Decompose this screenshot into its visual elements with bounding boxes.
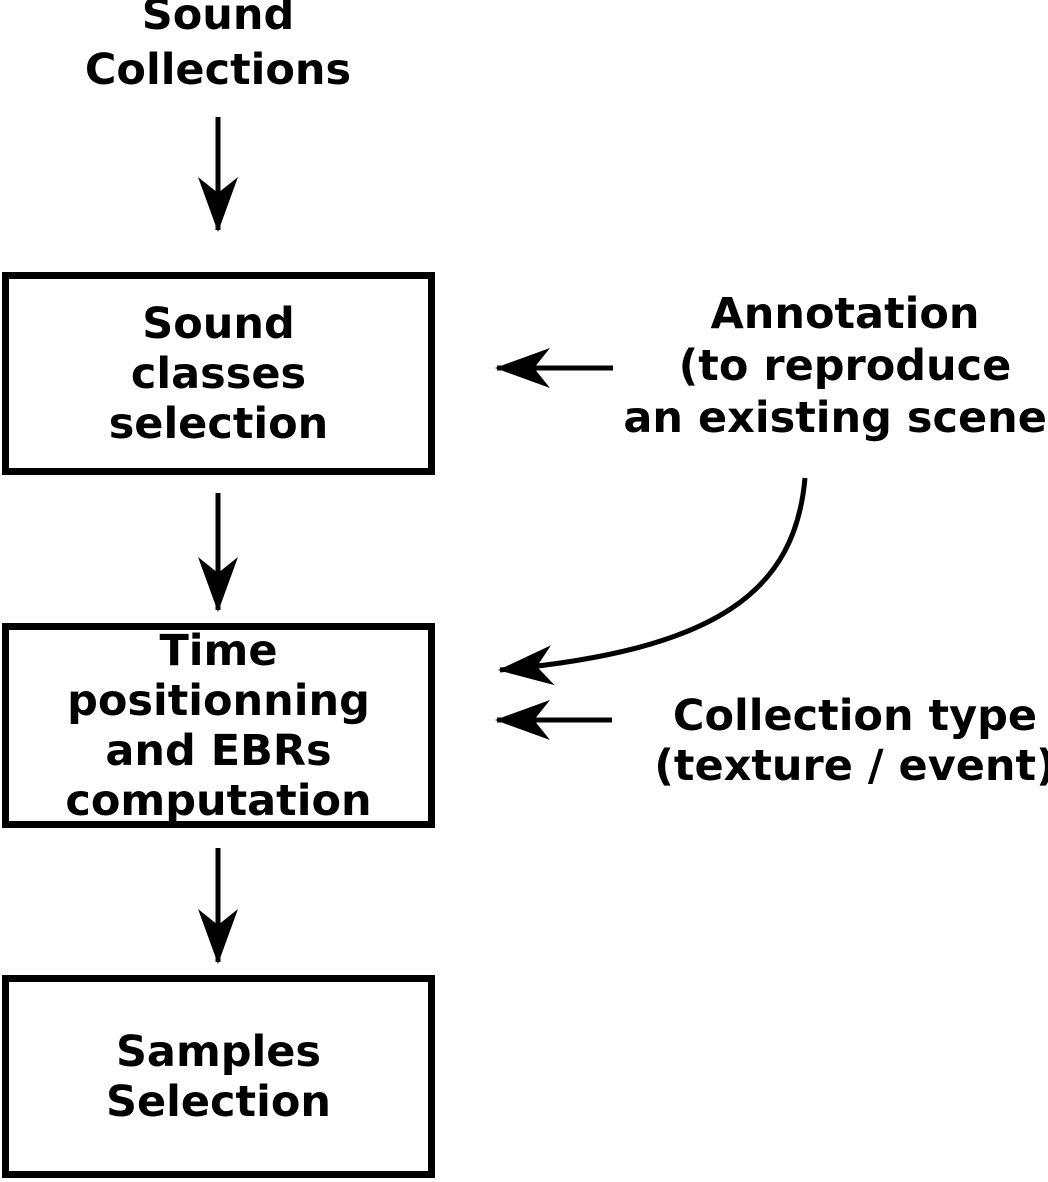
- box-line: selection: [108, 398, 329, 449]
- time-positionning-box: Time positionning and EBRs computation: [2, 623, 435, 828]
- box-line: Time positionning: [67, 625, 370, 726]
- box-line: classes: [130, 348, 307, 399]
- box-line: Sound: [142, 298, 295, 349]
- arrow-annotation-to-time-curved: [498, 477, 808, 686]
- label-line: (texture / event): [654, 741, 1048, 791]
- box-line: Samples: [115, 1026, 322, 1077]
- box-line: Selection: [106, 1076, 331, 1127]
- label-line: an existing scene): [623, 393, 1048, 443]
- annotation-label: Annotation (to reproduce an existing sce…: [570, 288, 1048, 444]
- sound-collections-label: Sound Collections: [0, 0, 436, 98]
- label-line: (to reproduce: [678, 341, 1012, 391]
- samples-selection-box: Samples Selection: [2, 975, 435, 1178]
- collection-type-label: Collection type (texture / event): [580, 691, 1048, 791]
- box-line: and EBRs: [105, 725, 332, 776]
- box-line: computation: [65, 775, 372, 826]
- label-line: Annotation: [710, 289, 980, 339]
- label-line: Sound: [141, 0, 295, 40]
- label-line: Collections: [84, 45, 352, 95]
- label-line: Collection type: [672, 691, 1038, 741]
- sound-classes-selection-box: Sound classes selection: [2, 272, 435, 475]
